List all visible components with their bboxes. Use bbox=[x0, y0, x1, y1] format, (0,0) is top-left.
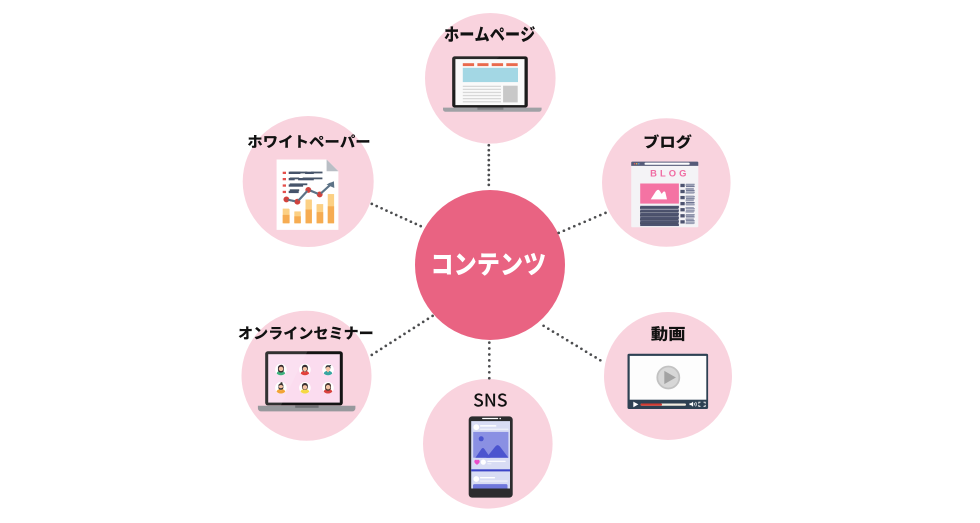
svg-text:BLOG: BLOG bbox=[650, 168, 689, 179]
